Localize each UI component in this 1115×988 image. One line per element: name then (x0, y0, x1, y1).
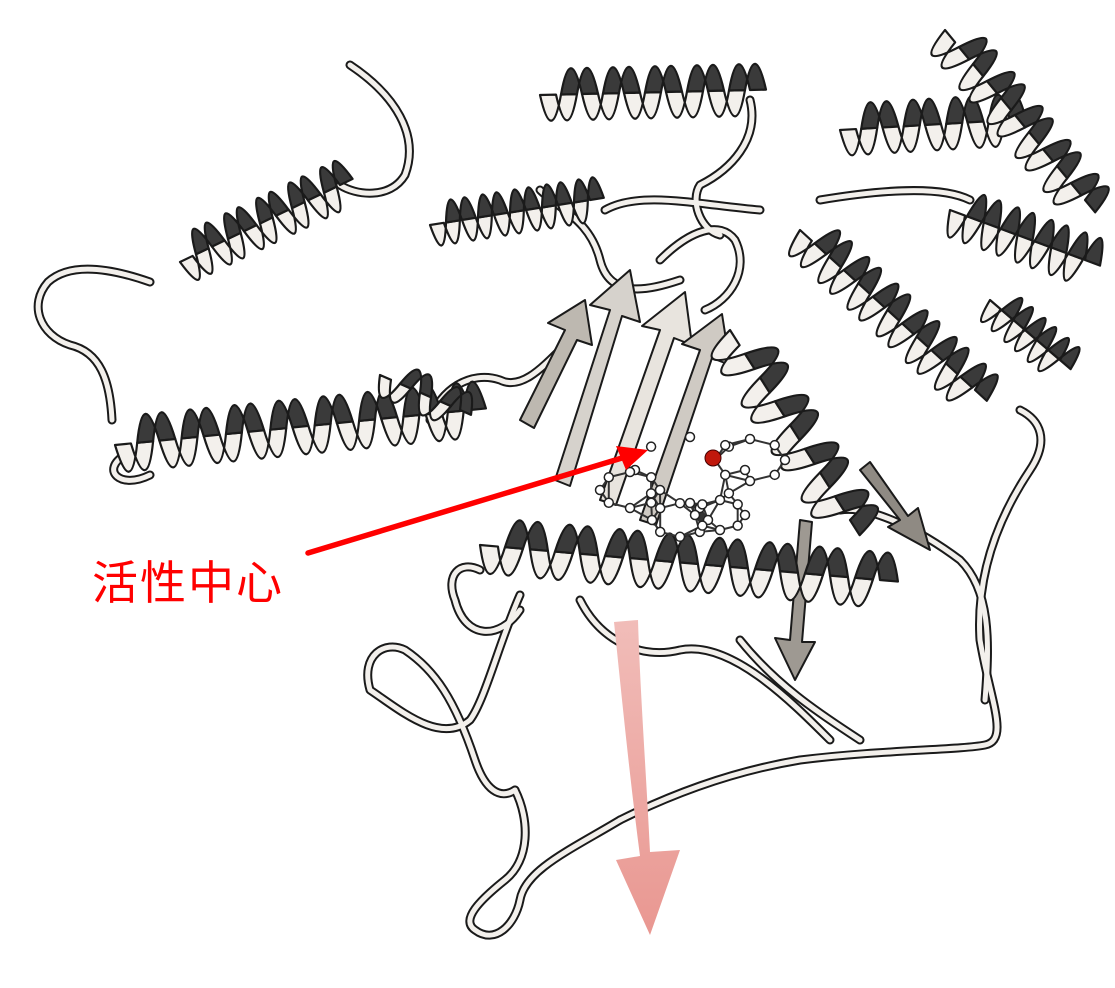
atom (647, 489, 656, 498)
helix-ribbon-segment (182, 408, 220, 439)
atom (741, 466, 750, 475)
atom (647, 498, 656, 507)
atom (604, 498, 613, 507)
helix-ribbon-segment (603, 67, 640, 94)
atom (733, 521, 742, 530)
helix-ribbon-segment (925, 123, 962, 151)
helix-ribbon-segment (605, 529, 648, 560)
atom (746, 477, 755, 486)
helix-ribbon-segment (226, 404, 264, 435)
atom (676, 532, 685, 541)
helix-ribbon-segment (645, 66, 682, 93)
helix-ribbon-segment (430, 220, 460, 245)
atom (716, 526, 725, 535)
helix-ribbon-segment (805, 547, 848, 578)
atom (656, 486, 665, 495)
atom (647, 473, 656, 482)
iron-atom (705, 450, 721, 466)
helix-ribbon-segment (204, 432, 242, 463)
helix-ribbon-segment (530, 549, 573, 580)
atom (770, 441, 779, 450)
helix-ribbon-segment (904, 99, 941, 127)
helix-ribbon-segment (494, 210, 524, 235)
atom (733, 500, 742, 509)
atom (596, 486, 605, 495)
helix-ribbon-segment (159, 437, 197, 468)
helix-ribbon-segment (574, 177, 604, 202)
helix-ribbon-segment (555, 525, 598, 556)
atom (647, 442, 656, 451)
helix-ribbon-segment (561, 68, 598, 95)
helix-ribbon-segment (729, 64, 766, 91)
helix-ribbon-segment (337, 419, 375, 450)
helix-ribbon-segment (580, 554, 623, 585)
atom (724, 489, 733, 498)
atom (656, 504, 665, 513)
helix-ribbon-segment (115, 441, 153, 472)
helix-ribbon-segment (248, 428, 286, 459)
atom (604, 473, 613, 482)
helix-ribbon-segment (883, 125, 920, 153)
atom (698, 521, 707, 530)
atom (691, 511, 700, 520)
helix-ribbon-segment (526, 205, 556, 230)
helix-ribbon-segment (315, 395, 353, 426)
helix-ribbon-segment (381, 415, 419, 446)
helix-ribbon-segment (582, 93, 619, 120)
atom (676, 499, 685, 508)
atom (686, 433, 695, 442)
atom (716, 496, 725, 505)
helix-ribbon-segment (480, 545, 523, 576)
helix-ribbon-segment (540, 94, 577, 121)
helix-ribbon-segment (293, 424, 331, 455)
atom (781, 456, 790, 465)
helix-ribbon-segment (730, 567, 773, 598)
helix-ribbon-segment (755, 542, 798, 573)
helix-ribbon-segment (630, 558, 673, 589)
helix-ribbon-segment (687, 65, 724, 92)
helix-ribbon-segment (666, 91, 703, 118)
helix-ribbon-segment (462, 215, 492, 240)
helix-ribbon-segment (861, 101, 898, 129)
helix-ribbon-segment (830, 576, 873, 607)
atom (721, 470, 730, 479)
atom (698, 500, 707, 509)
helix-ribbon-segment (505, 520, 548, 551)
helix-ribbon-segment (960, 364, 997, 401)
helix-ribbon-segment (855, 551, 898, 582)
helix-ribbon-segment (840, 128, 877, 156)
helix-ribbon-segment (705, 538, 748, 569)
helix-ribbon-segment (270, 399, 308, 430)
atom (746, 435, 755, 444)
atom (686, 499, 695, 508)
active-site-label: 活性中心 (92, 560, 284, 606)
active-site-pointer (308, 446, 648, 553)
atom (741, 511, 750, 520)
atom (656, 527, 665, 536)
direction-arrow (614, 620, 680, 935)
helix-ribbon-segment (708, 90, 745, 117)
helix-ribbon-segment (558, 200, 588, 225)
atom (626, 504, 635, 513)
atom (648, 516, 657, 525)
atom (721, 441, 730, 450)
atom (770, 470, 779, 479)
helix-ribbon-segment (137, 412, 175, 443)
helix-ribbon-segment (624, 92, 661, 119)
helix-ribbon-segment (680, 563, 723, 594)
